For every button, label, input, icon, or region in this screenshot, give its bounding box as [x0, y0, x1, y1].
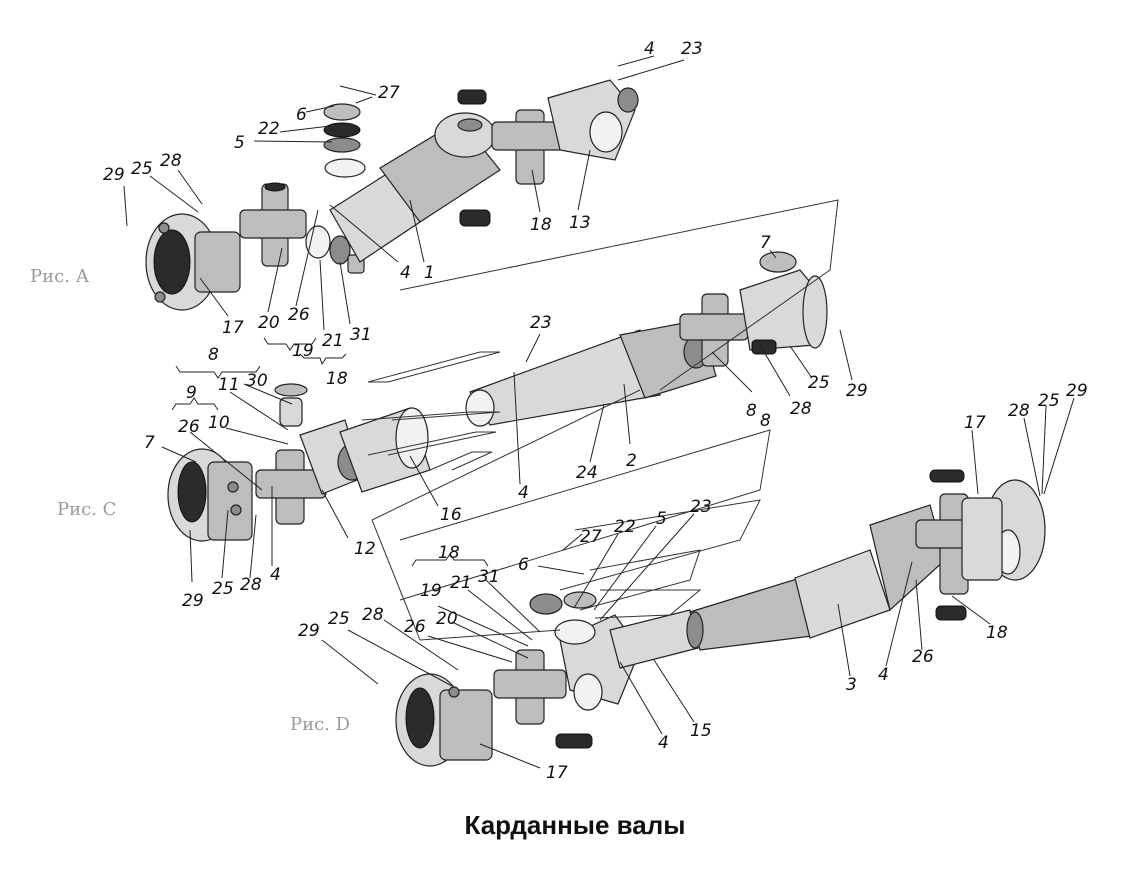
flange-7-c	[167, 448, 253, 542]
part-label: 28	[160, 151, 182, 171]
spider-yoke-flange-c-right	[679, 251, 828, 367]
part-label: 8	[746, 401, 757, 421]
part-label: 22	[614, 517, 636, 537]
part-label: 5	[234, 133, 245, 153]
part-label: 20	[436, 609, 458, 629]
part-label: 11	[218, 375, 240, 395]
part-label: 4	[878, 665, 889, 685]
part-label: 13	[569, 213, 591, 233]
part-label: 20	[258, 313, 280, 333]
part-label: 31	[350, 325, 372, 345]
leader-lines	[123, 55, 1075, 769]
part-label: 18	[530, 215, 552, 235]
spider-18-yoke-13	[491, 79, 639, 185]
part-label: 28	[790, 399, 812, 419]
part-label: 19	[292, 341, 314, 361]
flange-17-a	[145, 213, 241, 311]
part-label: 6	[518, 555, 529, 575]
part-label: 28	[240, 575, 262, 595]
part-label: 16	[440, 505, 462, 525]
shaft-15-3	[609, 549, 891, 669]
part-label: 17	[964, 413, 986, 433]
part-label: 29	[103, 165, 125, 185]
tube-16	[339, 407, 431, 493]
part-label: 18	[986, 623, 1008, 643]
part-label: 21	[450, 573, 472, 593]
diagram-title: Карданные валы	[465, 810, 686, 840]
part-label: 30	[246, 371, 268, 391]
part-label: 29	[1066, 381, 1088, 401]
part-label: 26	[178, 417, 200, 437]
part-label: 28	[362, 605, 384, 625]
part-label: 22	[258, 119, 280, 139]
part-label: 26	[404, 617, 426, 637]
assembly-d	[395, 469, 1046, 767]
part-label: 26	[912, 647, 934, 667]
part-label: 29	[298, 621, 320, 641]
part-label: 7	[144, 433, 155, 453]
figure-caption-d: Рис. D	[290, 714, 350, 735]
part-labels: 4 23 27 6 22 5 29 25 28 18 13 4 1 17 20 …	[103, 39, 1088, 783]
part-label: 31	[478, 567, 500, 587]
part-label: 21	[322, 331, 344, 351]
part-label: 2	[626, 451, 637, 471]
part-label: 5	[656, 509, 667, 529]
part-label: 18	[438, 543, 460, 563]
part-label: 4	[658, 733, 669, 753]
shaft-1	[324, 112, 501, 263]
part-label: 25	[808, 373, 830, 393]
assembly-c	[167, 251, 828, 542]
part-label: 15	[690, 721, 712, 741]
part-label: 17	[222, 318, 244, 338]
part-label: 17	[546, 763, 568, 783]
yoke-spider-flange-d-right	[869, 469, 1046, 621]
part-label: 19	[420, 581, 442, 601]
caps-5-6-22	[323, 89, 491, 227]
figure-caption-a: Рис. А	[30, 266, 90, 287]
part-label: 23	[690, 497, 712, 517]
spider-20-a	[239, 182, 307, 267]
flange-17-d	[395, 673, 493, 767]
part-label: 23	[530, 313, 552, 333]
exploded-view-outlines	[361, 199, 839, 641]
figure-caption-c: Рис. С	[57, 499, 116, 520]
part-label: 23	[681, 39, 703, 59]
part-label: 27	[378, 83, 400, 103]
assembly-a	[145, 79, 639, 311]
part-label: 4	[644, 39, 655, 59]
part-label: 12	[354, 539, 376, 559]
part-label: 25	[328, 609, 350, 629]
part-label: 8	[760, 411, 771, 431]
shaft-2	[465, 319, 717, 427]
part-label: 4	[270, 565, 281, 585]
part-label: 8	[208, 345, 219, 365]
part-label: 10	[208, 413, 230, 433]
part-label: 25	[1038, 391, 1060, 411]
part-label: 4	[400, 263, 411, 283]
part-label: 26	[288, 305, 310, 325]
part-label: 29	[182, 591, 204, 611]
part-label: 18	[326, 369, 348, 389]
part-label: 3	[846, 675, 857, 695]
part-label: 1	[424, 263, 435, 283]
spider-yoke-d	[493, 591, 641, 749]
part-label: 29	[846, 381, 868, 401]
part-label: 6	[296, 105, 307, 125]
part-label: 28	[1008, 401, 1030, 421]
part-label: 9	[186, 383, 197, 403]
part-label: 27	[580, 527, 602, 547]
part-label: 7	[760, 233, 771, 253]
part-label: 25	[131, 159, 153, 179]
part-label: 25	[212, 579, 234, 599]
part-label: 4	[518, 483, 529, 503]
part-label: 24	[576, 463, 598, 483]
